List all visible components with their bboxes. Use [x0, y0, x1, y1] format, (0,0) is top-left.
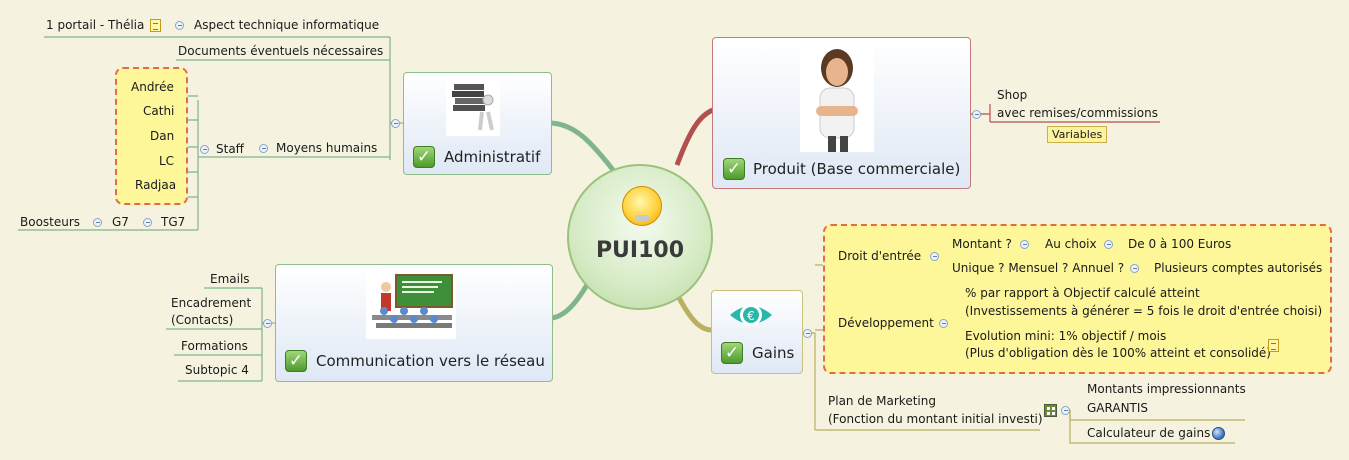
g7-label: G7 [112, 215, 129, 229]
frequence-label: Unique ? Mensuel ? Annuel ? [952, 261, 1125, 275]
collapse-icon[interactable] [1061, 406, 1070, 415]
plusieurs-comptes-label: Plusieurs comptes autorisés [1154, 261, 1323, 275]
collapse-icon[interactable] [930, 252, 939, 261]
topic-produit[interactable]: ✓ Produit (Base commerciale) [712, 37, 971, 189]
staff-member: LC [159, 154, 175, 168]
lightbulb-icon [622, 186, 662, 226]
topic-communication-title: Communication vers le réseau [316, 352, 545, 370]
topic-administratif-title: Administratif [444, 148, 541, 166]
collapse-icon[interactable] [175, 21, 184, 30]
shop-label: Shop [997, 88, 1028, 102]
spreadsheet-icon[interactable] [1044, 404, 1057, 417]
topic-gains-title: Gains [752, 344, 795, 362]
obligation-label: (Plus d'obligation dès le 100% atteint e… [965, 346, 1271, 360]
topic-gains[interactable]: € ✓ Gains [711, 290, 803, 374]
contacts-label: (Contacts) [171, 313, 234, 327]
svg-text:€: € [747, 309, 755, 323]
collapse-icon[interactable] [972, 110, 981, 119]
check-icon[interactable]: ✓ [285, 350, 307, 372]
globe-icon[interactable] [1212, 427, 1225, 440]
developpement-label: Développement [838, 316, 934, 330]
collapse-icon[interactable] [391, 119, 400, 128]
investissements-label: (Investissements à générer = 5 fois le d… [965, 304, 1323, 318]
classroom-image [366, 271, 456, 339]
euro-eye-icon: € [728, 297, 774, 333]
garantis-label: GARANTIS [1087, 401, 1149, 415]
collapse-icon[interactable] [1020, 240, 1029, 249]
collapse-icon[interactable] [93, 218, 102, 227]
documents-label: Documents éventuels nécessaires [178, 44, 384, 58]
central-topic[interactable]: PUI100 [567, 164, 713, 310]
check-icon[interactable]: ✓ [723, 158, 745, 180]
collapse-icon[interactable] [200, 145, 209, 154]
emails-label: Emails [210, 272, 250, 286]
check-icon[interactable]: ✓ [413, 146, 435, 168]
moyens-humains-label: Moyens humains [276, 141, 378, 155]
au-choix-label: Au choix [1045, 237, 1097, 251]
staff-member: Dan [150, 129, 175, 143]
subtopic-4-label: Subtopic 4 [185, 363, 249, 377]
woman-photo [800, 44, 874, 152]
note-icon[interactable] [1268, 339, 1279, 352]
formations-label: Formations [181, 339, 248, 353]
topic-communication[interactable]: ✓ Communication vers le réseau [275, 264, 553, 382]
calculateur-label: Calculateur de gains [1087, 426, 1211, 440]
portail-label: 1 portail - Thélia [46, 18, 145, 32]
encadrement-label: Encadrement [171, 296, 252, 310]
staff-member: Radjaa [135, 178, 177, 192]
topic-administratif[interactable]: ✓ Administratif [403, 72, 552, 175]
montant-label: Montant ? [952, 237, 1012, 251]
boosteurs-label: Boosteurs [20, 215, 81, 229]
variables-tag[interactable]: Variables [1047, 126, 1108, 143]
collapse-icon[interactable] [1130, 264, 1139, 273]
central-topic-title: PUI100 [595, 238, 685, 263]
aspect-technique-label: Aspect technique informatique [194, 18, 380, 32]
note-icon[interactable] [150, 19, 161, 32]
collapse-icon[interactable] [143, 218, 152, 227]
montants-impressionnants-label: Montants impressionnants [1087, 382, 1246, 396]
pct-objectif-label: % par rapport à Objectif calculé atteint [965, 286, 1200, 300]
collapse-icon[interactable] [259, 144, 268, 153]
gains-highlight-box [823, 224, 1332, 374]
remises-label: avec remises/commissions [997, 106, 1158, 120]
file-carrier-image [446, 78, 500, 136]
fonction-montant-label: (Fonction du montant initial investi) [828, 412, 1043, 426]
range-label: De 0 à 100 Euros [1128, 237, 1232, 251]
plan-marketing-label: Plan de Marketing [828, 394, 936, 408]
staff-member: Cathi [143, 104, 175, 118]
collapse-icon[interactable] [803, 329, 812, 338]
collapse-icon[interactable] [939, 319, 948, 328]
check-icon[interactable]: ✓ [721, 342, 743, 364]
collapse-icon[interactable] [263, 319, 272, 328]
topic-produit-title: Produit (Base commerciale) [753, 160, 961, 178]
staff-member: Andrée [131, 80, 174, 94]
droit-entree-label: Droit d'entrée [838, 249, 922, 263]
staff-label: Staff [216, 142, 244, 156]
collapse-icon[interactable] [1104, 240, 1113, 249]
tg7-label: TG7 [161, 215, 186, 229]
evolution-label: Evolution mini: 1% objectif / mois [965, 329, 1167, 343]
staff-highlight-box [115, 67, 188, 205]
